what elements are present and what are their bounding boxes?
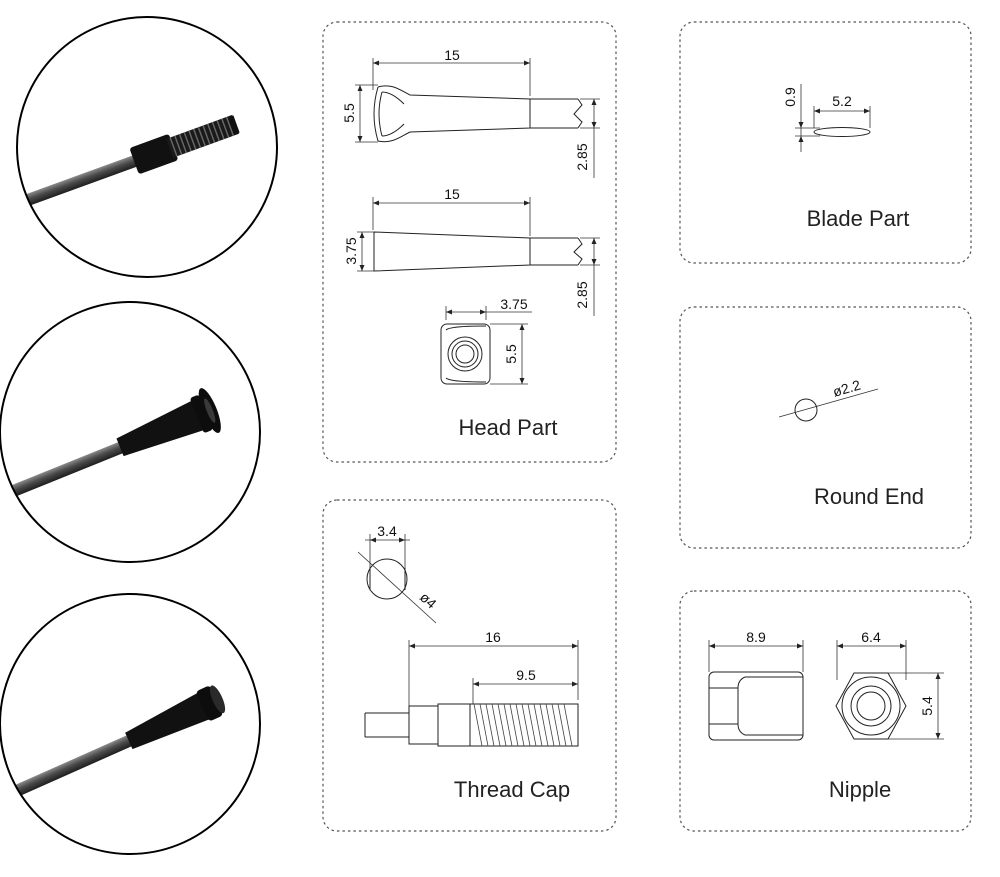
- thread-cap-end-view: 3.4 ø4: [357, 523, 440, 624]
- nipple-hex: 6.4: [861, 629, 881, 645]
- head-end-width: 3.75: [500, 296, 527, 312]
- head-side-height: 3.75: [343, 237, 359, 264]
- nipple-side-view: 8.9: [708, 629, 804, 741]
- blade-width: 5.2: [832, 93, 852, 109]
- thread-cap-side-view: 16 9.5: [364, 629, 579, 747]
- round-section: [794, 398, 818, 422]
- round-end-diameter: ø2.2: [831, 377, 863, 400]
- nipple-height: 5.4: [919, 696, 935, 716]
- head-part-panel: 15 5.5 2.85: [322, 21, 617, 463]
- head-top-height: 5.5: [341, 103, 357, 123]
- head-side-shaft: 2.85: [574, 281, 590, 308]
- thread-cap-title: Thread Cap: [454, 777, 570, 802]
- nipple-length: 8.9: [746, 629, 766, 645]
- blade-part-panel: 5.2 0.9 Blade Part: [679, 21, 972, 264]
- head-end-height: 5.5: [503, 344, 519, 364]
- threaded-end-spoke-photo: [16, 16, 278, 278]
- nipple-end-view: 6.4 5.4: [835, 629, 944, 740]
- blade-part-title: Blade Part: [807, 206, 910, 231]
- thread-cap-flat: 3.4: [377, 523, 397, 539]
- head-end-view: 3.75 5.5: [440, 296, 532, 385]
- thread-cap-panel: 3.4 ø4 16 9.5: [322, 499, 617, 832]
- thread-cap-total-length: 16: [485, 629, 501, 645]
- thread-cap-thread-length: 9.5: [516, 667, 536, 683]
- head-part-title: Head Part: [458, 415, 557, 440]
- nipple-panel: 8.9 6.4 5.4 Nipple: [679, 590, 972, 832]
- head-side-length: 15: [444, 186, 460, 202]
- head-side-view: 15 3.75 2.85: [343, 186, 600, 316]
- head-top-shaft: 2.85: [574, 143, 590, 170]
- head-end-spoke-photo: [0, 301, 261, 563]
- nipple-title: Nipple: [829, 777, 891, 802]
- blade-thickness: 0.9: [782, 87, 798, 107]
- capped-end-spoke-photo: [0, 593, 261, 855]
- round-end-title: Round End: [814, 484, 924, 509]
- round-end-panel: ø2.2 Round End: [679, 306, 972, 549]
- blade-section: [813, 127, 871, 137]
- head-top-view: 15 5.5 2.85: [341, 47, 600, 178]
- head-top-length: 15: [444, 47, 460, 63]
